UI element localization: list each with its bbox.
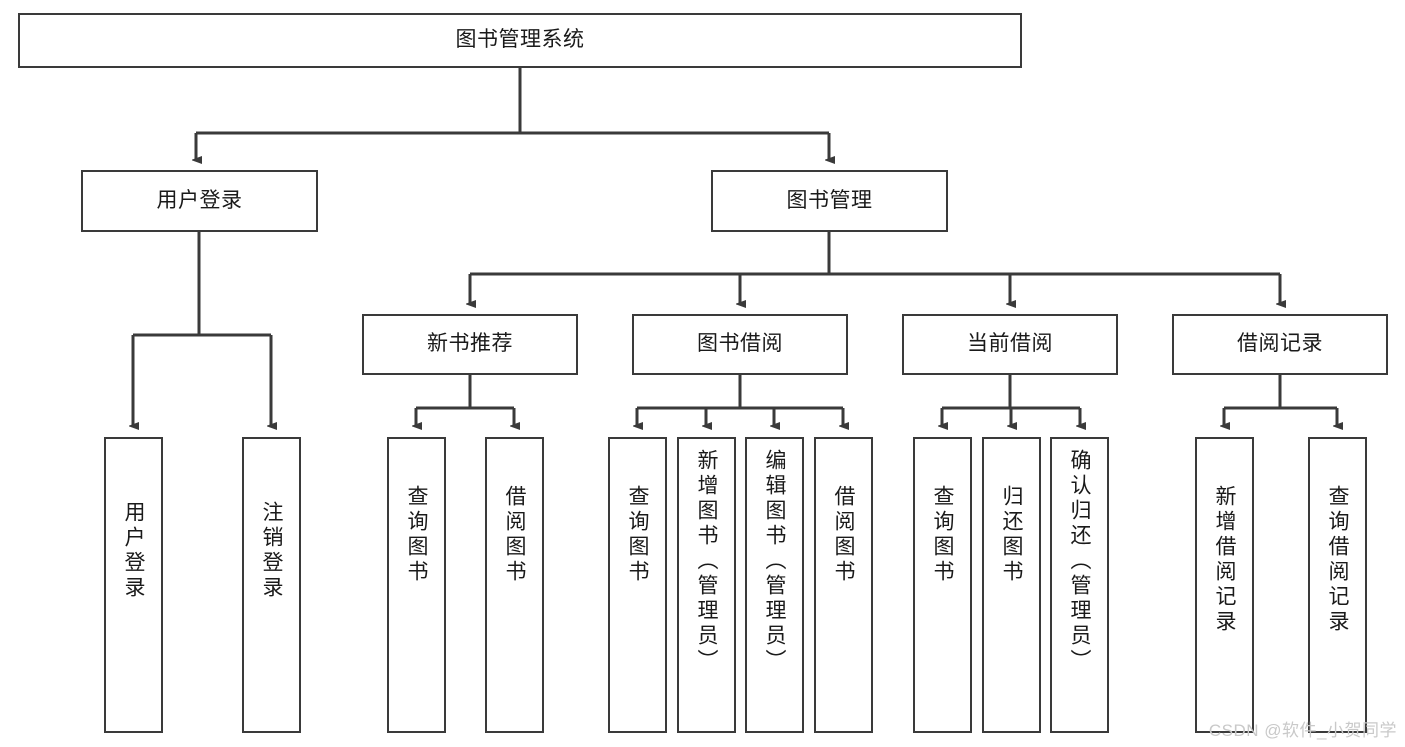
leaf-borrow-books[interactable]: 借阅图书 <box>814 437 873 733</box>
node-book-management[interactable]: 图书管理 <box>711 170 948 232</box>
node-new-book-recommend[interactable]: 新书推荐 <box>362 314 578 375</box>
leaf-confirm-return-admin[interactable]: 确认归还（管理员） <box>1050 437 1109 733</box>
leaf-query-books-recommend[interactable]: 查询图书 <box>387 437 446 733</box>
node-label: 新增借阅记录 <box>1213 485 1236 635</box>
node-label: 查询图书 <box>931 485 954 585</box>
leaf-add-borrow-record[interactable]: 新增借阅记录 <box>1195 437 1254 733</box>
leaf-edit-book-admin[interactable]: 编辑图书（管理员） <box>745 437 804 733</box>
watermark-text: CSDN @软件_小贺同学 <box>1208 721 1397 740</box>
leaf-query-books-borrow[interactable]: 查询图书 <box>608 437 667 733</box>
node-current-borrow[interactable]: 当前借阅 <box>902 314 1118 375</box>
node-label: 当前借阅 <box>967 332 1053 356</box>
leaf-return-books[interactable]: 归还图书 <box>982 437 1041 733</box>
leaf-borrow-books-recommend[interactable]: 借阅图书 <box>485 437 544 733</box>
node-label: 新增图书（管理员） <box>695 449 718 674</box>
leaf-logout[interactable]: 注销登录 <box>242 437 301 733</box>
node-label: 确认归还（管理员） <box>1068 449 1091 674</box>
node-label: 图书管理系统 <box>455 28 585 52</box>
node-borrow-records[interactable]: 借阅记录 <box>1172 314 1388 375</box>
node-label: 查询图书 <box>405 485 428 585</box>
leaf-query-books-current[interactable]: 查询图书 <box>913 437 972 733</box>
node-label: 新书推荐 <box>427 332 513 356</box>
leaf-add-book-admin[interactable]: 新增图书（管理员） <box>677 437 736 733</box>
node-book-borrow[interactable]: 图书借阅 <box>632 314 848 375</box>
node-label: 查询借阅记录 <box>1326 485 1349 635</box>
node-label: 借阅记录 <box>1237 332 1323 356</box>
node-label: 借阅图书 <box>503 485 526 585</box>
node-label: 图书借阅 <box>697 332 783 356</box>
leaf-user-login[interactable]: 用户登录 <box>104 437 163 733</box>
node-user-login[interactable]: 用户登录 <box>81 170 318 232</box>
node-label: 用户登录 <box>122 501 145 601</box>
leaf-query-borrow-record[interactable]: 查询借阅记录 <box>1308 437 1367 733</box>
node-label: 查询图书 <box>626 485 649 585</box>
node-label: 借阅图书 <box>832 485 855 585</box>
node-label: 用户登录 <box>156 188 243 212</box>
node-root-system[interactable]: 图书管理系统 <box>18 13 1022 68</box>
node-label: 编辑图书（管理员） <box>763 449 786 674</box>
node-label: 注销登录 <box>260 501 283 601</box>
node-label: 图书管理 <box>786 188 873 212</box>
node-label: 归还图书 <box>1000 485 1023 585</box>
